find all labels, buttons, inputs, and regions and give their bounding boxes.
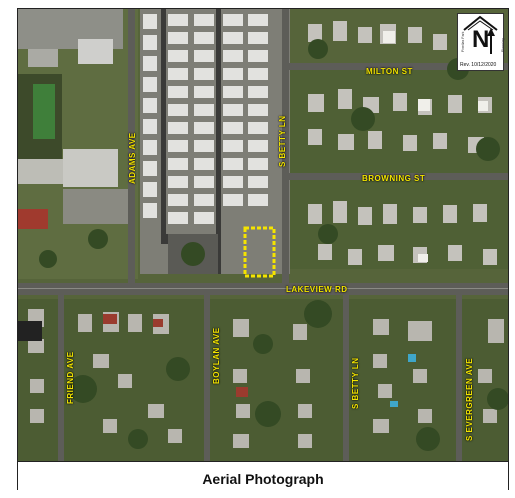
caption-bar: Aerial Photograph <box>18 461 508 490</box>
aerial-map[interactable]: MILTON ST BROWNING ST LAKEVIEW RD ADAMS … <box>18 9 508 461</box>
label-lakeview-rd: LAKEVIEW RD <box>286 285 348 294</box>
aerial-imagery <box>18 9 508 461</box>
label-friend-ave: FRIEND AVE <box>66 351 75 404</box>
label-boylan-ave: BOYLAN AVE <box>212 327 221 384</box>
north-arrow-box: N Pinellas Park Planning Rev. 10/12/2020 <box>457 13 505 71</box>
map-caption: Aerial Photograph <box>202 471 324 487</box>
subject-site-outline[interactable] <box>243 226 276 278</box>
label-browning-st: BROWNING ST <box>362 174 426 183</box>
house-roof-icon <box>463 15 498 31</box>
label-s-betty-ln-north: S BETTY LN <box>278 115 287 167</box>
north-side-text-right: Planning <box>501 38 505 52</box>
label-adams-ave: ADAMS AVE <box>128 132 137 184</box>
north-side-text-left: Pinellas Park <box>461 31 465 52</box>
north-letter: N <box>472 26 490 53</box>
label-s-betty-ln-south: S BETTY LN <box>351 357 360 409</box>
north-arrow-icon <box>487 28 495 54</box>
label-milton-st: MILTON ST <box>366 67 413 76</box>
label-s-evergreen-ave: S EVERGREEN AVE <box>465 357 474 441</box>
revision-date: Rev. 10/12/2020 <box>460 62 497 68</box>
